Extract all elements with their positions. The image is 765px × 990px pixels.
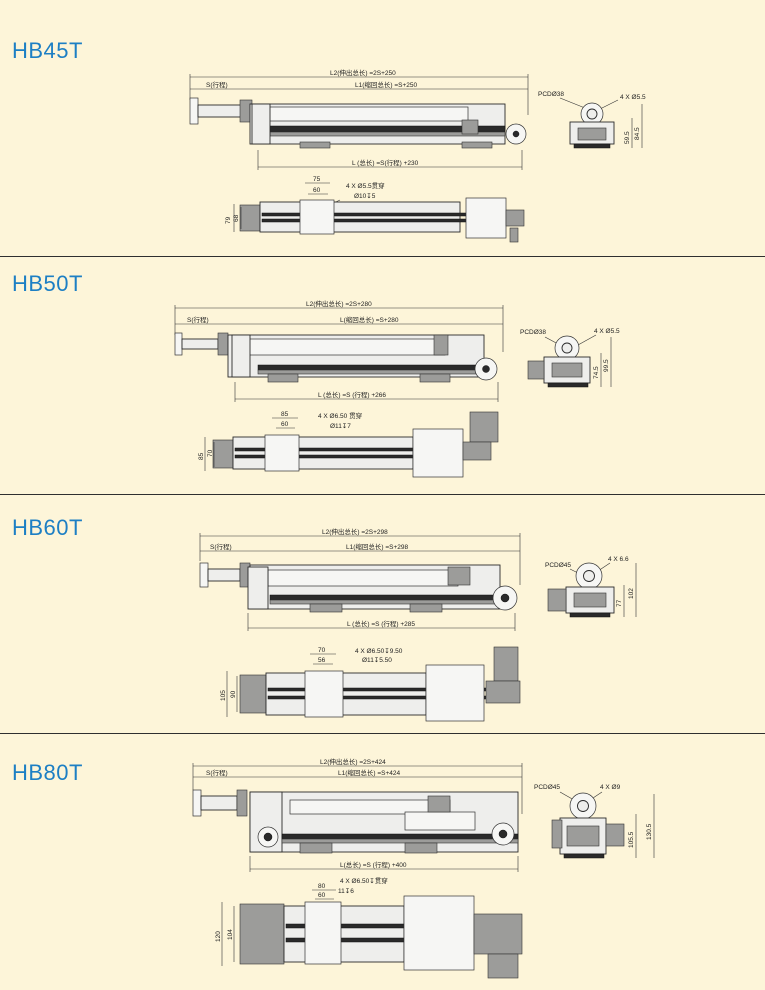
dim-l2: L2(伸出总长) =2S+424 — [320, 757, 386, 766]
counterbore-note: Ø10↧5 — [354, 193, 376, 200]
dim-e1: 74.5 — [593, 366, 600, 379]
section-hb60t: HB60T L2(伸出总长) =2S+298 L1(缩回总长) =S+298 S… — [0, 495, 765, 733]
dim-e2: 102 — [628, 588, 635, 599]
hole-note: 4 X Ø6.50↧贯穿 — [340, 876, 388, 885]
dim-l: L(总长) =S (行程) +400 — [340, 860, 407, 869]
section-hb80t: HB80T L2(伸出总长) =2S+424 L1(缩回总长) =S+424 S… — [0, 734, 765, 990]
divider — [0, 256, 765, 257]
dim-l2: L2(伸出总长) =2S+250 — [330, 68, 396, 77]
dim-e1: 59.5 — [624, 131, 631, 144]
pcd-label: PCDØ38 — [538, 91, 564, 98]
side-view: L2(伸出总长) =2S+424 L1(缩回总长) =S+424 S(行程) — [192, 757, 523, 872]
model-title: HB60T — [12, 515, 83, 540]
end-view: PCDØ45 4 X Ø9 105.5 130.5 — [534, 784, 655, 859]
pcd-label: PCDØ45 — [545, 562, 571, 569]
dim-h2: 90 — [230, 690, 237, 698]
counterbore-note: 11↧6 — [338, 888, 354, 895]
dim-l1: L1(缩回总长) =S+424 — [338, 768, 401, 777]
pcd-label: PCDØ38 — [520, 329, 546, 336]
dim-d2: 56 — [318, 657, 326, 664]
hole-note: 4 X Ø6.50↧9.50 — [355, 648, 403, 655]
dim-e1: 77 — [616, 599, 623, 607]
dim-s: S(行程) — [206, 768, 228, 777]
dim-d2: 60 — [281, 421, 289, 428]
dim-h1: 79 — [225, 216, 232, 224]
pcd-label: PCDØ45 — [534, 784, 560, 791]
drawing-hb45t: L2(伸出总长) =2S+250 L1(缩回总长) =S+250 S(行程) L… — [189, 68, 646, 243]
dim-d1: 85 — [281, 411, 289, 418]
end-view: PCDØ45 4 X 6.6 77 102 — [545, 556, 637, 618]
dim-h1: 120 — [215, 931, 222, 942]
dim-l2: L2(伸出总长) =2S+280 — [306, 299, 372, 308]
dim-e2: 99.5 — [603, 359, 610, 372]
model-title: HB80T — [12, 760, 83, 785]
section-hb50t: HB50T L2(伸出总长) =2S+280 L(缩回总长) =S+280 S(… — [0, 257, 765, 494]
dim-h2: 104 — [227, 929, 234, 940]
model-title: HB50T — [12, 271, 83, 296]
divider — [0, 494, 765, 495]
holes-label: 4 X Ø5.5 — [594, 328, 620, 335]
dim-l: L (总长) =S (行程) +266 — [318, 390, 386, 399]
dim-l2: L2(伸出总长) =2S+298 — [322, 527, 388, 536]
counterbore-note: Ø11↧5.50 — [362, 657, 392, 664]
drawing-hb50t: L2(伸出总长) =2S+280 L(缩回总长) =S+280 S(行程) L … — [174, 299, 620, 478]
dim-d2: 60 — [318, 892, 326, 899]
counterbore-note: Ø11↧7 — [330, 423, 351, 430]
hole-note: 4 X Ø5.5贯穿 — [346, 181, 385, 190]
top-view: 70 56 4 X Ø6.50↧9.50 Ø11↧5.50 105 90 — [220, 646, 521, 722]
dim-s: S(行程) — [210, 542, 232, 551]
section-hb45t: HB45T L2(伸出总长) =2S+250 L1(缩回总长) =S+250 S… — [0, 0, 765, 256]
dim-h2: 68 — [233, 214, 240, 222]
drawing-hb80t: L2(伸出总长) =2S+424 L1(缩回总长) =S+424 S(行程) — [192, 757, 655, 979]
dim-s: S(行程) — [187, 315, 209, 324]
dim-e2: 84.5 — [634, 127, 641, 140]
dim-l: L (总长) =S(行程) +230 — [352, 158, 419, 167]
dim-e1: 105.5 — [628, 831, 635, 848]
drawing-hb60t: L2(伸出总长) =2S+298 L1(缩回总长) =S+298 S(行程) L… — [199, 527, 637, 722]
dim-d1: 75 — [313, 176, 321, 183]
side-view: L2(伸出总长) =2S+280 L(缩回总长) =S+280 S(行程) L … — [174, 299, 504, 402]
dim-l1: L1(缩回总长) =S+298 — [346, 542, 409, 551]
dim-d1: 80 — [318, 883, 326, 890]
dim-l1: L(缩回总长) =S+280 — [340, 315, 399, 324]
top-view: 4 X Ø6.50↧贯穿 11↧6 80 60 120 104 — [215, 876, 523, 979]
end-view: PCDØ38 4 X Ø5.5 74.5 99.5 — [520, 328, 620, 388]
dim-s: S(行程) — [206, 80, 228, 89]
dim-h1: 85 — [198, 452, 205, 460]
dim-d2: 60 — [313, 187, 321, 194]
top-view: 75 60 4 X Ø5.5贯穿 Ø10↧5 79 68 — [225, 176, 525, 243]
divider — [0, 733, 765, 734]
dim-l: L (总长) =S (行程) +285 — [347, 619, 415, 628]
holes-label: 4 X 6.6 — [608, 556, 629, 563]
end-view: PCDØ38 4 X Ø5.5 59.5 84.5 — [538, 91, 646, 149]
dim-h1: 105 — [220, 690, 227, 701]
dim-h2: 70 — [207, 449, 214, 457]
side-view: L2(伸出总长) =2S+298 L1(缩回总长) =S+298 S(行程) L… — [199, 527, 521, 631]
hole-note: 4 X Ø6.50 贯穿 — [318, 411, 362, 420]
top-view: 85 60 4 X Ø6.50 贯穿 Ø11↧7 85 70 — [198, 411, 499, 478]
dim-l1: L1(缩回总长) =S+250 — [355, 80, 418, 89]
model-title: HB45T — [12, 38, 83, 63]
dim-e2: 130.5 — [646, 823, 653, 840]
holes-label: 4 X Ø5.5 — [620, 94, 646, 101]
holes-label: 4 X Ø9 — [600, 784, 621, 791]
dim-d1: 70 — [318, 647, 326, 654]
side-view: L2(伸出总长) =2S+250 L1(缩回总长) =S+250 S(行程) L… — [189, 68, 529, 170]
